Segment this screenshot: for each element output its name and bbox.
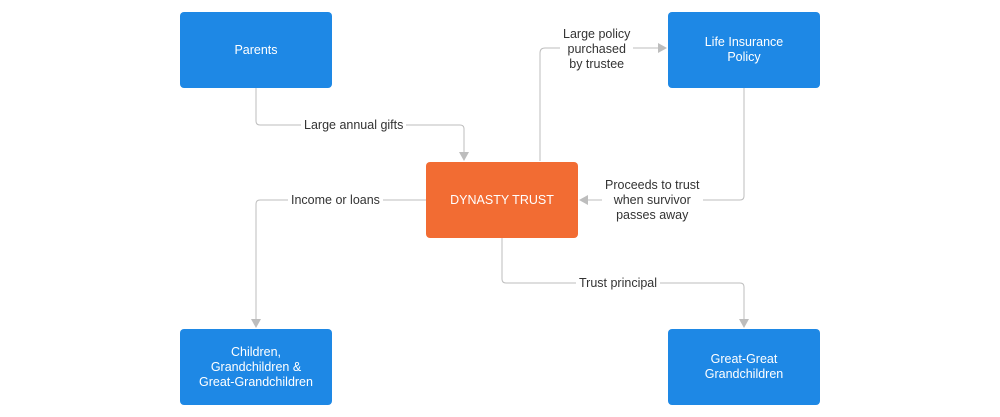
edge-trust-to-children	[251, 199, 426, 328]
node-dynasty-trust-label: DYNASTY TRUST	[450, 192, 554, 207]
edge-label-trust-principal: Trust principal	[576, 276, 661, 291]
node-parents: Parents	[180, 12, 332, 88]
edge-policy-to-trust	[579, 88, 745, 205]
edge-label-proceeds: Proceeds to trust when survivor passes a…	[602, 178, 703, 223]
node-great-great-label: Great-Great Grandchildren	[704, 352, 784, 381]
node-parents-label: Parents	[234, 42, 278, 57]
node-children: Children, Grandchildren & Great-Grandchi…	[180, 329, 332, 405]
edge-trust-to-policy	[539, 43, 667, 161]
node-great-great-grandchildren: Great-Great Grandchildren	[668, 329, 820, 405]
edge-label-large-policy: Large policy purchased by trustee	[560, 27, 634, 72]
node-children-label: Children, Grandchildren & Great-Grandchi…	[199, 344, 313, 389]
edge-label-large-annual-gifts: Large annual gifts	[301, 118, 407, 133]
node-life-insurance-label: Life Insurance Policy	[704, 35, 784, 64]
node-life-insurance-policy: Life Insurance Policy	[668, 12, 820, 88]
edge-label-income-or-loans: Income or loans	[288, 193, 383, 208]
node-dynasty-trust: DYNASTY TRUST	[426, 162, 578, 238]
